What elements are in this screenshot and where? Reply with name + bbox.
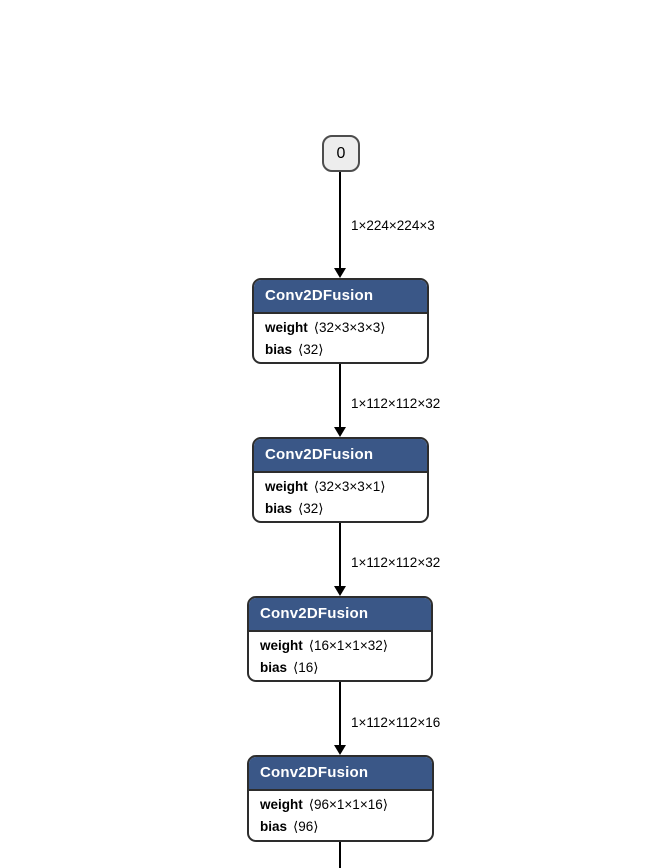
attr-row-bias[interactable]: bias ⟨16⟩ — [260, 657, 420, 679]
edge-tensor-shape-label: 1×112×112×32 — [351, 396, 441, 411]
node-type-header[interactable]: Conv2DFusion — [254, 439, 427, 473]
edge-tensor-shape-label: 1×112×112×32 — [351, 555, 441, 570]
attr-name: bias — [265, 342, 293, 357]
attr-value: ⟨16⟩ — [293, 660, 319, 675]
edge-line — [339, 172, 341, 268]
edge-line — [339, 842, 341, 868]
attr-name: weight — [260, 638, 303, 653]
edge-line — [339, 364, 341, 427]
attr-value: ⟨32⟩ — [298, 342, 324, 357]
attr-row-weight[interactable]: weight ⟨32×3×3×1⟩ — [265, 476, 416, 498]
arrowhead-icon — [334, 586, 346, 596]
conv2dfusion-node-4[interactable]: Conv2DFusion weight ⟨96×1×1×16⟩ bias ⟨96⟩ — [247, 755, 434, 842]
edge-tensor-shape-label: 1×112×112×16 — [351, 715, 441, 730]
attr-value: ⟨96×1×1×16⟩ — [308, 797, 388, 812]
attr-name: bias — [260, 819, 288, 834]
attr-value: ⟨96⟩ — [293, 819, 319, 834]
node-type-header[interactable]: Conv2DFusion — [249, 598, 431, 632]
attr-row-bias[interactable]: bias ⟨96⟩ — [260, 816, 421, 838]
node-type-header[interactable]: Conv2DFusion — [254, 280, 427, 314]
attr-name: weight — [260, 797, 303, 812]
attr-row-weight[interactable]: weight ⟨16×1×1×32⟩ — [260, 635, 420, 657]
edge-line — [339, 682, 341, 745]
node-type-header[interactable]: Conv2DFusion — [249, 757, 432, 791]
attr-value: ⟨16×1×1×32⟩ — [308, 638, 388, 653]
arrowhead-icon — [334, 427, 346, 437]
attr-value: ⟨32×3×3×3⟩ — [313, 320, 386, 335]
node-attribute-list: weight ⟨16×1×1×32⟩ bias ⟨16⟩ — [249, 632, 431, 680]
attr-value: ⟨32⟩ — [298, 501, 324, 516]
attr-name: weight — [265, 320, 308, 335]
edge-tensor-shape-label: 1×224×224×3 — [351, 218, 435, 233]
edge-line — [339, 523, 341, 586]
attr-row-weight[interactable]: weight ⟨32×3×3×3⟩ — [265, 317, 416, 339]
node-attribute-list: weight ⟨32×3×3×3⟩ bias ⟨32⟩ — [254, 314, 427, 362]
attr-name: weight — [265, 479, 308, 494]
attr-value: ⟨32×3×3×1⟩ — [313, 479, 386, 494]
conv2dfusion-node-3[interactable]: Conv2DFusion weight ⟨16×1×1×32⟩ bias ⟨16⟩ — [247, 596, 433, 682]
conv2dfusion-node-2[interactable]: Conv2DFusion weight ⟨32×3×3×1⟩ bias ⟨32⟩ — [252, 437, 429, 523]
arrowhead-icon — [334, 745, 346, 755]
attr-row-bias[interactable]: bias ⟨32⟩ — [265, 498, 416, 520]
graph-input-node[interactable]: 0 — [322, 135, 360, 172]
node-attribute-list: weight ⟨32×3×3×1⟩ bias ⟨32⟩ — [254, 473, 427, 521]
attr-row-bias[interactable]: bias ⟨32⟩ — [265, 339, 416, 361]
attr-row-weight[interactable]: weight ⟨96×1×1×16⟩ — [260, 794, 421, 816]
attr-name: bias — [265, 501, 293, 516]
arrowhead-icon — [334, 268, 346, 278]
node-attribute-list: weight ⟨96×1×1×16⟩ bias ⟨96⟩ — [249, 791, 432, 840]
attr-name: bias — [260, 660, 288, 675]
conv2dfusion-node-1[interactable]: Conv2DFusion weight ⟨32×3×3×3⟩ bias ⟨32⟩ — [252, 278, 429, 364]
